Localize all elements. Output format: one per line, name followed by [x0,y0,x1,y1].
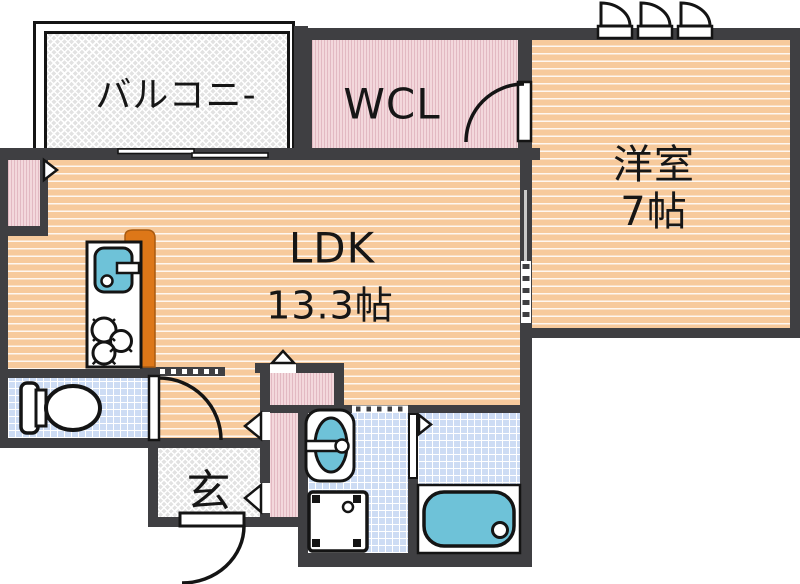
wall-segment [148,517,180,527]
wall-opening [270,364,296,373]
entrance-label: 玄 [186,466,232,517]
room-western [532,38,790,328]
room-entrance [158,448,262,517]
ldk-size: 13.3帖 [266,283,394,328]
kitchen-faucet [115,261,141,275]
wcl-door [464,80,533,143]
western-room-label: 洋室 [613,142,695,188]
casement-window-icon [636,1,674,40]
washing-machine-pan [307,490,369,553]
opening-arrow-left [243,482,263,515]
wall-segment [0,148,8,448]
wall-opening [260,412,270,440]
wall-segment [0,369,148,378]
washbasin [304,408,356,483]
toilet [19,381,102,435]
sliding-door [521,261,531,323]
room-washroom [308,413,408,553]
stove [90,316,133,366]
room-ldk-corridor [148,368,270,448]
wall-segment [0,438,160,448]
balcony-floor [44,31,290,149]
room-wcl [312,40,518,150]
sliding-door-rail [524,190,527,262]
wall-segment [790,28,800,338]
opening-arrow-up [269,349,297,365]
toilet-door [147,374,223,442]
wall-segment [8,226,48,236]
opening-arrow-left [243,410,263,442]
wall-segment [300,28,800,40]
ldk-label: LDK [288,223,376,273]
wall-segment [255,363,344,373]
wcl-label: WCL [343,79,441,129]
wall-segment [158,438,262,448]
wall-opening [260,483,270,513]
closet-door-arrow [42,157,60,183]
washroom-door [352,405,408,413]
balcony-window [117,148,269,159]
hall-upper [268,371,338,407]
wall-segment [408,413,418,553]
kitchen-unit [85,229,156,369]
bathtub [416,483,522,555]
western-room-size: 7帖 [620,189,688,235]
wall-segment [148,438,158,527]
wall-segment [520,148,532,567]
casement-window-icon [596,1,634,40]
casement-window-icon [676,1,714,40]
balcony-label: バルコニ- [95,75,257,116]
wall-segment [334,363,344,407]
wall-segment [520,328,800,338]
wall-segment [260,363,270,517]
wall-segment [244,517,310,527]
entrance-door [178,511,246,584]
wall-segment [298,553,532,567]
wall-segment [40,158,48,226]
wall-segment [294,26,308,148]
kitchen-counter [124,229,156,368]
bathroom-door [408,412,434,479]
wall-segment [298,413,308,567]
